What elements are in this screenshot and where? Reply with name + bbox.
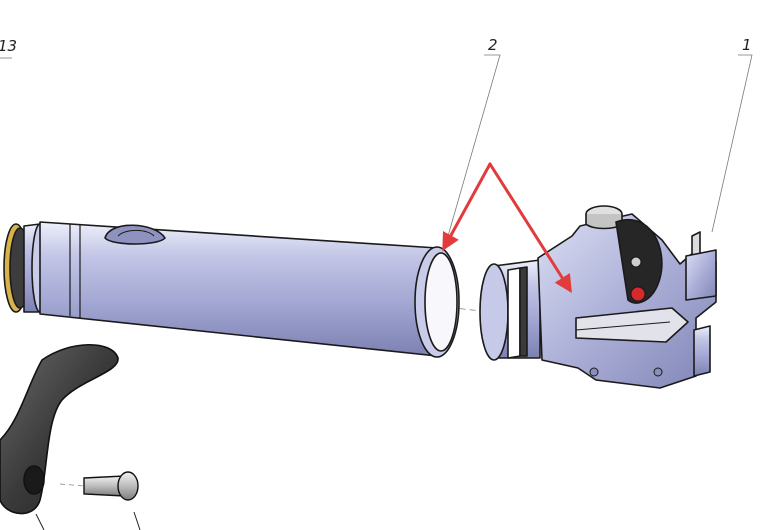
mechanism-part xyxy=(479,205,717,389)
leader-lines xyxy=(0,54,753,251)
tube-part xyxy=(3,221,460,358)
callout-1: 1 xyxy=(742,36,752,54)
mechanism-front-cylinder xyxy=(479,263,509,361)
callout-2: 2 xyxy=(488,36,498,54)
screw-part xyxy=(59,471,139,501)
hinge-pin-bottom xyxy=(693,325,711,377)
lever-handle-part xyxy=(0,343,119,515)
red-arrows xyxy=(442,162,572,294)
callout-13: 13 xyxy=(0,37,17,55)
leader-line-1 xyxy=(711,54,753,233)
arrow-to-tube xyxy=(442,162,492,252)
tube-slot xyxy=(104,224,166,245)
leader-line-2 xyxy=(443,54,501,251)
screw-head xyxy=(117,471,139,501)
red-indicator xyxy=(630,286,646,302)
tube-body xyxy=(39,221,438,357)
arrow-to-mechanism xyxy=(488,162,572,294)
